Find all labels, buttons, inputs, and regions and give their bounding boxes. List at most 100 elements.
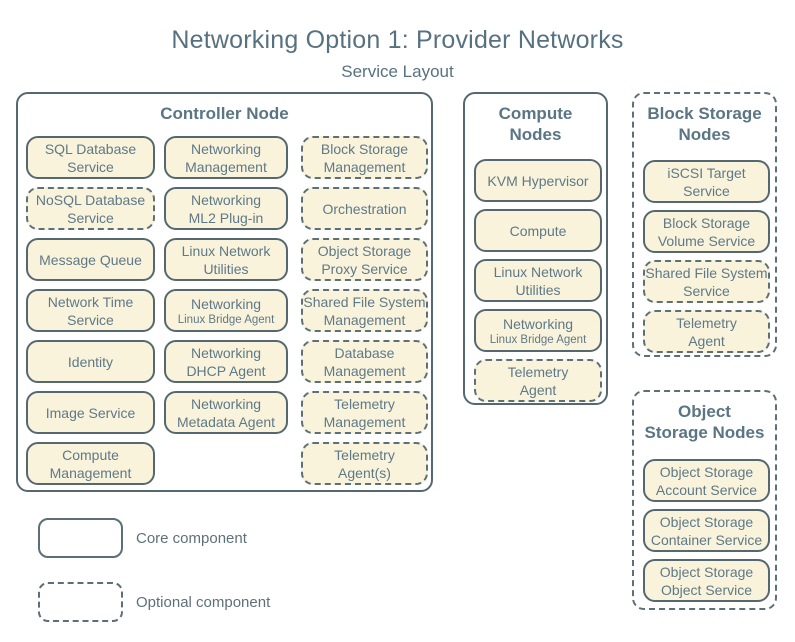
legend-core-swatch (38, 518, 123, 558)
service-label: Telemetry (334, 395, 395, 412)
page-title: Networking Option 1: Provider Networks (171, 26, 624, 54)
service-label: Object Storage (659, 463, 754, 480)
legend-core-row: Core component (38, 518, 247, 558)
service-label: Account Service (655, 481, 758, 498)
service-box: Compute (474, 209, 602, 252)
service-label: Service (67, 158, 114, 175)
group-title-line: Storage Nodes (644, 423, 765, 442)
page-heading: Networking Option 1: Provider Networks S… (0, 26, 795, 82)
service-label: Block Storage (662, 214, 751, 231)
service-label: Linux Bridge Agent (177, 313, 275, 326)
service-label: Linux Bridge Agent (489, 333, 587, 346)
service-label: Block Storage (320, 140, 409, 157)
service-label: Object Service (660, 581, 753, 598)
service-label: Network Time (47, 293, 134, 310)
service-label: DHCP Agent (186, 362, 266, 379)
group-title-line: Object (678, 402, 731, 421)
service-label: Shared File System (303, 293, 426, 310)
service-box: Message Queue (26, 238, 155, 281)
service-label: Message Queue (39, 251, 142, 268)
service-label: Utilities (203, 260, 249, 277)
controller-node-title: Controller Node (18, 103, 431, 124)
service-label: Agent(s) (338, 464, 391, 481)
service-label: KVM Hypervisor (487, 172, 589, 189)
group-title-line: Controller Node (160, 104, 289, 123)
service-label: Networking (190, 344, 262, 361)
service-label: Compute (62, 446, 119, 463)
service-label: Management (49, 464, 132, 481)
service-label: Networking (190, 140, 262, 157)
service-label: Orchestration (322, 200, 407, 217)
service-label: Volume Service (657, 232, 756, 249)
service-label: Service (683, 282, 730, 299)
service-label: Database (334, 344, 395, 361)
service-label: Service (683, 182, 730, 199)
service-label: Object Storage (659, 563, 754, 580)
service-label: Identity (67, 353, 114, 370)
service-label: Linux Network (181, 242, 271, 259)
service-label: Telemetry (676, 314, 737, 331)
service-box: Image Service (26, 391, 155, 434)
service-box: Orchestration (301, 187, 428, 230)
service-label: Networking (190, 295, 262, 312)
service-label: NoSQL Database (35, 191, 146, 208)
service-label: Proxy Service (321, 260, 408, 277)
legend-core-label: Core component (136, 529, 247, 547)
service-label: Networking (190, 191, 262, 208)
service-box: KVM Hypervisor (474, 159, 602, 202)
service-label: Agent (519, 381, 557, 398)
service-label: Shared File System (645, 264, 768, 281)
service-label: Management (185, 158, 267, 175)
service-label: Object Storage (317, 242, 412, 259)
group-title-line: Nodes (678, 125, 731, 144)
service-label: Utilities (515, 281, 561, 298)
service-label: Service (67, 311, 114, 328)
service-label: Networking (190, 395, 262, 412)
service-label: Linux Network (493, 263, 583, 280)
group-title-line: Nodes (509, 125, 562, 144)
service-label: Management (323, 158, 406, 175)
legend-optional-label: Optional component (136, 593, 271, 611)
service-label: Management (323, 362, 406, 379)
service-label: Service (67, 209, 114, 226)
service-label: Networking (502, 315, 574, 332)
legend-optional-swatch (38, 582, 123, 622)
service-label: ML2 Plug-in (188, 209, 264, 226)
group-title-line: Block Storage (647, 104, 762, 123)
service-label: Agent (688, 332, 725, 349)
